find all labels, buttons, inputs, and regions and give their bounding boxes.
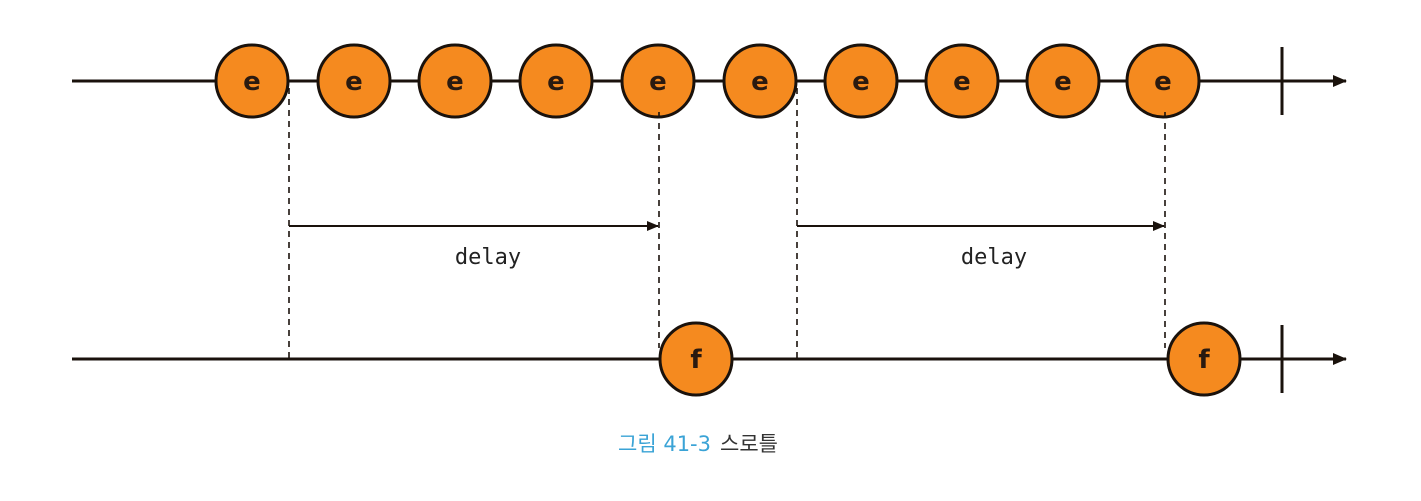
event-node-label: e	[547, 67, 565, 97]
event-node-circle	[417, 43, 493, 119]
event-node: e	[518, 43, 594, 119]
event-node-label: e	[1054, 67, 1072, 97]
event-node: e	[722, 43, 798, 119]
event-node-label: e	[345, 67, 363, 97]
event-node: e	[823, 43, 899, 119]
event-node-circle	[316, 43, 392, 119]
throttled-node-circle	[1166, 321, 1242, 397]
delay-interval-1: delay	[289, 221, 659, 270]
event-node-label: e	[751, 67, 769, 97]
event-node-circle	[1125, 43, 1201, 119]
event-node-circle	[823, 43, 899, 119]
delay-interval-2: delay	[797, 221, 1165, 270]
event-node: e	[1025, 43, 1101, 119]
caption-number: 그림 41-3	[618, 432, 711, 456]
throttled-node-label: f	[690, 345, 702, 375]
throttled-node: f	[1166, 321, 1242, 397]
throttled-node-circle	[658, 321, 734, 397]
event-node-label: e	[852, 67, 870, 97]
event-node-label: e	[649, 67, 667, 97]
event-node-label: e	[953, 67, 971, 97]
event-node-circle	[722, 43, 798, 119]
guide-lines	[288, 88, 1166, 358]
event-node-circle	[620, 43, 696, 119]
event-node-circle	[518, 43, 594, 119]
event-node: e	[316, 43, 392, 119]
event-node-circle	[214, 43, 290, 119]
delay-label: delay	[455, 245, 521, 270]
event-node: e	[924, 43, 1000, 119]
delay-label: delay	[961, 245, 1027, 270]
throttled-node: f	[658, 321, 734, 397]
caption-title: 스로틀	[720, 432, 778, 456]
figure-caption: 그림 41-3 스로틀	[618, 432, 778, 456]
event-node-label: e	[243, 67, 261, 97]
event-node-label: e	[1154, 67, 1172, 97]
event-node: e	[620, 43, 696, 119]
event-node-label: e	[446, 67, 464, 97]
event-node-circle	[924, 43, 1000, 119]
throttled-node-label: f	[1198, 345, 1210, 375]
event-node: e	[417, 43, 493, 119]
event-node: e	[214, 43, 290, 119]
event-node: e	[1125, 43, 1201, 119]
event-node-circle	[1025, 43, 1101, 119]
